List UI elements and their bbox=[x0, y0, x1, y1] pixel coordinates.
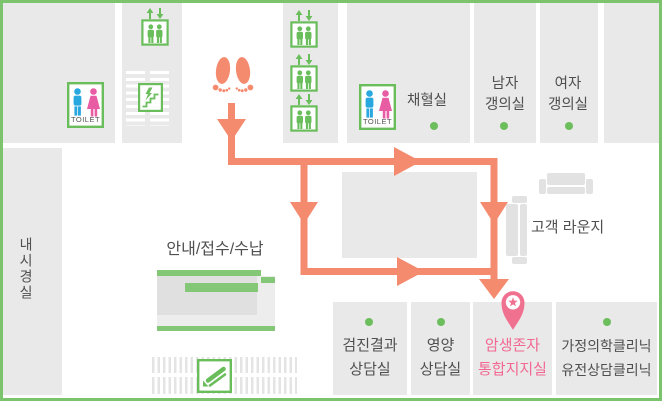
room-label-endoscopy: 내시경실 bbox=[18, 237, 35, 301]
room-label-nutrition: 영양 상담실 bbox=[419, 337, 462, 378]
toilet-label: TOILET bbox=[70, 115, 101, 124]
toilet-label: TOILET bbox=[362, 117, 393, 126]
block-family-clinic bbox=[556, 302, 657, 395]
room-dot-family-clinic bbox=[603, 318, 611, 326]
room-dot-womens-changing bbox=[565, 122, 573, 130]
room-label-blood-lab: 채혈실 bbox=[406, 93, 448, 109]
stairs-icon bbox=[138, 83, 163, 112]
room-dot-nutrition bbox=[437, 318, 445, 326]
block-nutrition bbox=[411, 302, 470, 395]
elevator-icon bbox=[141, 6, 169, 46]
block-endoscopy bbox=[3, 148, 62, 395]
elevator-icon bbox=[290, 92, 318, 132]
room-label-mens-changing: 남자 갱의실 bbox=[484, 76, 526, 113]
room-dot-mens-changing bbox=[500, 122, 508, 130]
room-dot-blood-lab bbox=[430, 122, 438, 130]
elevator-icon bbox=[290, 52, 318, 92]
footprints-icon bbox=[212, 56, 254, 93]
block-top-right-empty bbox=[604, 3, 659, 143]
room-label-lounge: 고객 라운지 bbox=[531, 219, 605, 236]
room-label-family-clinic: 가정의학클리닉 유전상담클리닉 bbox=[561, 338, 652, 378]
block-womens-changing bbox=[540, 3, 598, 143]
room-label-cancer-survivor: 암생존자 통합지지실 bbox=[477, 337, 547, 378]
block-checkup-results bbox=[333, 302, 407, 395]
elevator-icon bbox=[290, 8, 318, 48]
room-label-womens-changing: 여자 갱의실 bbox=[547, 76, 589, 113]
sofa-icon bbox=[539, 172, 593, 198]
room-label-reception: 안내/접수/수납 bbox=[166, 241, 264, 258]
escalator-icon bbox=[197, 359, 232, 393]
block-center-island bbox=[342, 172, 477, 258]
room-label-checkup-results: 검진결과 상담실 bbox=[342, 337, 398, 378]
room-dot-checkup-results bbox=[365, 318, 373, 326]
reception-desk bbox=[157, 270, 275, 331]
sofa-icon bbox=[505, 196, 531, 264]
